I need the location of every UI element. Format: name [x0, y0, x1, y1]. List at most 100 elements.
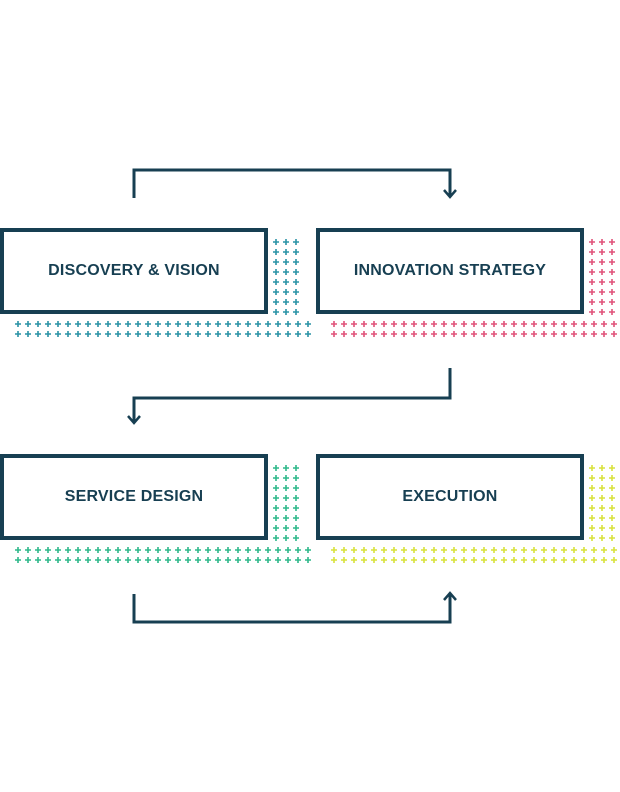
- plus-decoration: [341, 557, 347, 563]
- plus-decoration: [561, 321, 567, 327]
- plus-decoration: [331, 331, 337, 337]
- plus-decoration: [511, 331, 517, 337]
- arrow-down-icon: [443, 189, 457, 199]
- plus-decoration: [341, 547, 347, 553]
- plus-decoration: [255, 547, 261, 553]
- plus-decoration: [391, 331, 397, 337]
- plus-decoration: [589, 299, 595, 305]
- plus-decoration: [25, 331, 31, 337]
- plus-decoration: [265, 557, 271, 563]
- connector-service-to-execution: [132, 594, 452, 624]
- plus-decoration: [225, 331, 231, 337]
- plus-decoration: [115, 547, 121, 553]
- plus-decoration: [85, 321, 91, 327]
- plus-decoration: [295, 331, 301, 337]
- plus-decoration: [35, 557, 41, 563]
- plus-decoration: [305, 547, 311, 553]
- plus-decoration: [165, 321, 171, 327]
- plus-decoration: [293, 289, 299, 295]
- plus-decoration: [195, 321, 201, 327]
- plus-decoration: [331, 321, 337, 327]
- plus-decoration: [135, 321, 141, 327]
- plus-decoration: [461, 331, 467, 337]
- plus-decoration: [341, 331, 347, 337]
- plus-decoration: [531, 557, 537, 563]
- plus-decoration: [401, 321, 407, 327]
- plus-decoration: [511, 547, 517, 553]
- plus-decoration: [235, 557, 241, 563]
- plus-decoration: [391, 547, 397, 553]
- plus-decoration: [283, 515, 289, 521]
- plus-decoration: [601, 547, 607, 553]
- plus-decoration: [599, 289, 605, 295]
- plus-decoration: [541, 331, 547, 337]
- plus-decoration: [411, 547, 417, 553]
- plus-decoration: [85, 331, 91, 337]
- plus-decoration: [371, 557, 377, 563]
- plus-decoration: [35, 547, 41, 553]
- plus-decoration: [331, 547, 337, 553]
- plus-decoration: [205, 321, 211, 327]
- plus-decoration: [273, 279, 279, 285]
- plus-decoration: [65, 547, 71, 553]
- plus-decoration: [55, 547, 61, 553]
- plus-decoration: [275, 547, 281, 553]
- plus-decoration: [609, 309, 615, 315]
- plus-decoration: [293, 269, 299, 275]
- plus-decoration: [25, 557, 31, 563]
- plus-decoration: [609, 279, 615, 285]
- plus-decoration: [599, 495, 605, 501]
- plus-decoration: [589, 525, 595, 531]
- plus-decoration: [599, 535, 605, 541]
- plus-decoration: [421, 547, 427, 553]
- plus-decoration: [293, 279, 299, 285]
- plus-decoration: [115, 557, 121, 563]
- plus-decoration: [235, 321, 241, 327]
- plus-decoration: [599, 239, 605, 245]
- plus-decoration: [273, 239, 279, 245]
- plus-decoration: [265, 547, 271, 553]
- plus-decoration: [283, 465, 289, 471]
- plus-decoration: [235, 331, 241, 337]
- plus-decoration: [283, 525, 289, 531]
- plus-decoration: [283, 309, 289, 315]
- plus-decoration: [551, 321, 557, 327]
- plus-decoration: [361, 321, 367, 327]
- plus-decoration: [609, 515, 615, 521]
- plus-decoration: [441, 557, 447, 563]
- plus-decoration: [599, 269, 605, 275]
- plus-decoration: [265, 321, 271, 327]
- plus-decoration: [175, 547, 181, 553]
- plus-decoration: [501, 321, 507, 327]
- plus-decoration: [611, 331, 617, 337]
- plus-decoration: [85, 547, 91, 553]
- plus-decoration: [283, 249, 289, 255]
- plus-decoration: [571, 547, 577, 553]
- plus-decoration: [35, 321, 41, 327]
- plus-decoration: [411, 321, 417, 327]
- plus-decoration: [105, 547, 111, 553]
- plus-decoration: [431, 557, 437, 563]
- plus-decoration: [391, 557, 397, 563]
- plus-decoration: [165, 557, 171, 563]
- step-box-execution: EXECUTION: [316, 454, 584, 540]
- plus-decoration: [305, 331, 311, 337]
- plus-decoration: [273, 495, 279, 501]
- plus-decoration: [589, 475, 595, 481]
- plus-decoration: [531, 331, 537, 337]
- plus-decoration: [185, 331, 191, 337]
- step-label: DISCOVERY & VISION: [48, 262, 220, 279]
- plus-decoration: [195, 547, 201, 553]
- plus-decoration: [273, 249, 279, 255]
- plus-decoration: [95, 557, 101, 563]
- plus-decoration: [175, 321, 181, 327]
- plus-decoration: [295, 321, 301, 327]
- plus-decoration: [245, 321, 251, 327]
- plus-decoration: [599, 505, 605, 511]
- plus-decoration: [275, 331, 281, 337]
- plus-decoration: [599, 299, 605, 305]
- plus-decoration: [273, 515, 279, 521]
- plus-decoration: [571, 321, 577, 327]
- step-label: EXECUTION: [402, 488, 498, 505]
